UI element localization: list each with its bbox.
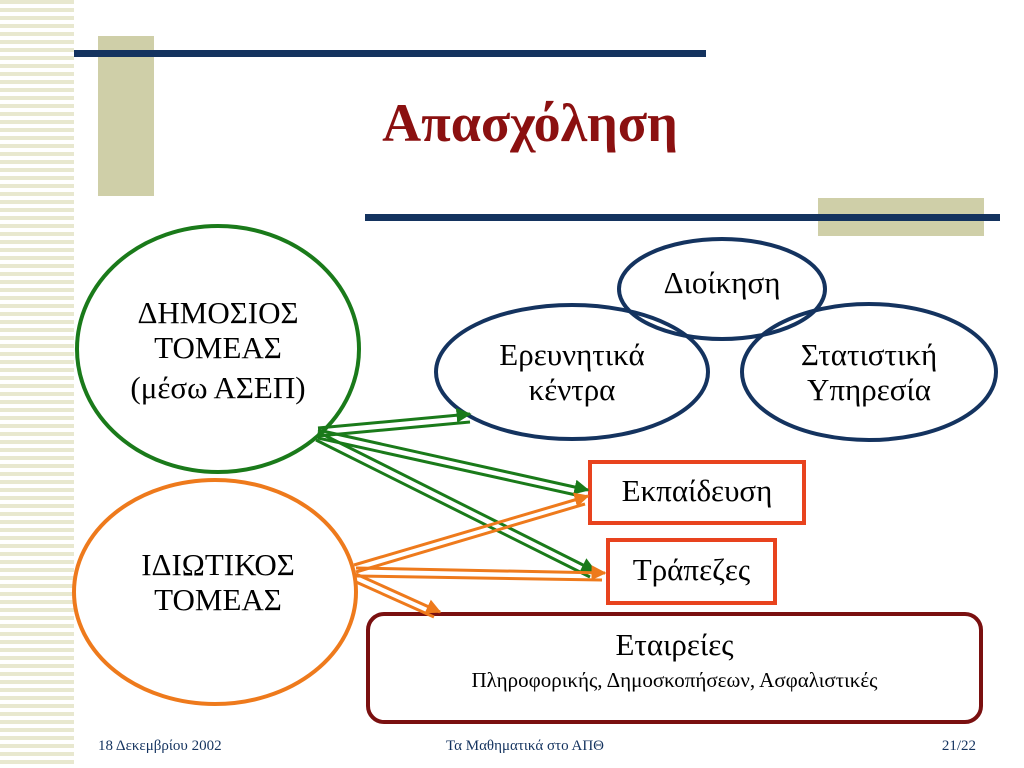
footer-center: Τα Μαθηματικά στο ΑΠΘ xyxy=(446,738,604,754)
research-centers-ellipse xyxy=(434,303,710,441)
arrow-public-to-banks-2 xyxy=(315,438,591,579)
private-sector-ellipse xyxy=(72,478,358,706)
administration-label: Διοίκηση xyxy=(663,265,781,300)
statistics-line1: Στατιστική xyxy=(800,337,938,372)
slide-title: Απασχόληση xyxy=(382,93,678,153)
private-sector-label: ΙΔΙΩΤΙΚΟΣ ΤΟΜΕΑΣ xyxy=(98,547,338,617)
companies-title: Εταιρείες xyxy=(615,627,734,662)
statistics-service-ellipse xyxy=(740,302,998,442)
arrow-private-to-banks-2 xyxy=(355,574,603,582)
private-arrows xyxy=(353,492,607,619)
arrow-public-to-education xyxy=(317,428,590,495)
public-sector-line3: (μέσω ΑΣΕΠ) xyxy=(130,370,306,406)
education-label: Εκπαίδευση xyxy=(621,473,773,508)
companies-subtitle: Πληροφορικής, Δημοσκοπήσεων, Ασφαλιστικέ… xyxy=(471,667,878,692)
education-box xyxy=(588,460,806,525)
administration-ellipse xyxy=(617,237,827,341)
public-arrows xyxy=(315,407,597,579)
decor-block-left xyxy=(98,36,154,196)
public-sector-line2: ΤΟΜΕΑΣ xyxy=(154,329,282,365)
arrow-private-to-companies-2 xyxy=(355,580,435,619)
arrow-private-to-education-2 xyxy=(355,502,586,574)
arrow-private-to-companies xyxy=(355,572,442,614)
banks-box xyxy=(606,538,777,605)
public-sector-line1: ΔΗΜΟΣΙΟΣ xyxy=(137,295,299,330)
companies-label: Εταιρείες Πληροφορικής, Δημοσκοπήσεων, Α… xyxy=(372,627,977,692)
research-line1: Ερευνητικά xyxy=(499,337,645,372)
decor-rule-top xyxy=(74,50,706,57)
companies-box xyxy=(366,612,983,724)
private-sector-line1: ΙΔΙΩΤΙΚΟΣ xyxy=(141,547,295,582)
public-sector-label: ΔΗΜΟΣΙΟΣ ΤΟΜΕΑΣ (μέσω ΑΣΕΠ) xyxy=(98,295,338,406)
arrow-private-to-banks xyxy=(355,565,607,581)
striped-side-band xyxy=(0,0,74,768)
arrow-public-to-education-2 xyxy=(317,436,586,499)
arrow-public-to-banks xyxy=(317,430,597,573)
research-centers-label: Ερευνητικά κέντρα xyxy=(452,337,692,407)
footer-page-number: 21/22 xyxy=(941,738,976,754)
footer-date: 18 Δεκεμβρίου 2002 xyxy=(98,738,222,754)
research-line2: κέντρα xyxy=(528,371,616,407)
statistics-line2: Υπηρεσία xyxy=(806,371,932,407)
arrow-public-to-research xyxy=(317,407,472,430)
banks-label: Τράπεζες xyxy=(632,552,751,587)
arrow-private-to-education xyxy=(353,492,590,567)
statistics-service-label: Στατιστική Υπηρεσία xyxy=(749,337,989,407)
private-sector-line2: ΤΟΜΕΑΣ xyxy=(154,581,282,617)
decor-rule-bottom xyxy=(365,214,1000,221)
public-sector-ellipse xyxy=(75,224,361,474)
arrow-public-to-research-2 xyxy=(317,420,471,438)
